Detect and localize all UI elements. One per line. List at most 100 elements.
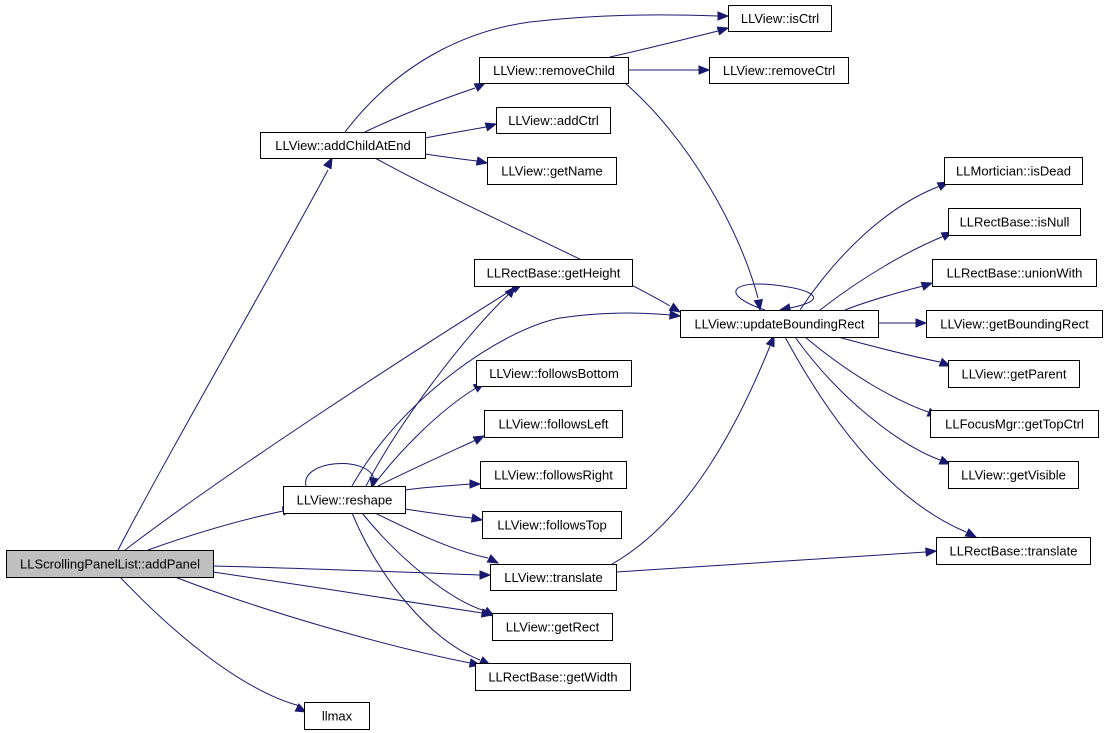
edge-addChildAtEnd-to-updateBoundingRect <box>374 157 682 313</box>
node-box[interactable] <box>926 310 1103 338</box>
node-getWidth[interactable]: LLRectBase::getWidth <box>475 663 631 691</box>
node-removeChild[interactable]: LLView::removeChild <box>479 57 629 84</box>
edge-line <box>212 565 481 576</box>
node-label: LLView::getParent <box>961 367 1066 382</box>
arrowhead <box>484 122 498 132</box>
edge-updateBoundingRect-to-getTopCtrl <box>804 336 940 417</box>
arrowhead <box>920 281 934 291</box>
node-addChildAtEnd[interactable]: LLView::addChildAtEnd <box>260 132 426 159</box>
node-getParent[interactable]: LLView::getParent <box>948 360 1080 388</box>
edge-line <box>365 294 509 487</box>
edge-line <box>372 387 477 487</box>
edge-addPanel-to-translate <box>212 565 492 580</box>
edge-line <box>351 312 671 487</box>
node-box[interactable] <box>474 259 633 287</box>
arrowhead <box>504 285 516 299</box>
node-label: LLView::isCtrl <box>741 11 819 26</box>
node-isCtrl[interactable]: LLView::isCtrl <box>728 5 832 32</box>
node-box[interactable] <box>496 107 611 134</box>
node-box[interactable] <box>490 564 617 591</box>
node-translate[interactable]: LLView::translate <box>490 564 617 591</box>
node-box[interactable] <box>475 663 631 691</box>
node-box[interactable] <box>479 57 629 84</box>
node-getRect[interactable]: LLView::getRect <box>492 613 613 641</box>
node-label: LLView::addCtrl <box>508 113 599 128</box>
node-label: LLView::followsBottom <box>489 366 619 381</box>
node-box[interactable] <box>476 360 632 387</box>
node-followsTop[interactable]: LLView::followsTop <box>482 511 622 539</box>
edge-line <box>404 508 473 519</box>
node-followsLeft[interactable]: LLView::followsLeft <box>484 410 623 438</box>
node-followsBottom[interactable]: LLView::followsBottom <box>476 360 632 387</box>
node-label: LLView::getBoundingRect <box>940 317 1089 332</box>
edge-reshape-to-followsLeft <box>377 435 486 487</box>
edge-translate-to-rectTranslate <box>615 547 938 573</box>
node-box[interactable] <box>680 310 879 338</box>
node-label: LLRectBase::unionWith <box>947 266 1083 281</box>
edge-updateBoundingRect-to-getVisible <box>794 336 952 465</box>
edge-line <box>819 235 945 311</box>
node-reshape[interactable]: LLView::reshape <box>283 486 406 514</box>
edge-line <box>374 512 489 559</box>
node-label: LLMortician::isDead <box>956 164 1071 179</box>
node-getTopCtrl[interactable]: LLFocusMgr::getTopCtrl <box>930 410 1099 438</box>
edge-line <box>212 571 483 614</box>
node-box[interactable] <box>283 486 406 514</box>
node-box[interactable] <box>948 208 1081 236</box>
edge-line <box>804 336 929 413</box>
node-box[interactable] <box>480 461 627 489</box>
node-box[interactable] <box>930 410 1099 438</box>
node-getName[interactable]: LLView::getName <box>487 157 617 185</box>
node-box[interactable] <box>260 132 426 159</box>
node-box[interactable] <box>304 702 370 730</box>
arrowhead <box>668 302 682 313</box>
node-followsRight[interactable]: LLView::followsRight <box>480 461 627 489</box>
edge-line <box>735 283 815 311</box>
node-label: LLView::getRect <box>506 620 600 635</box>
node-box[interactable] <box>728 5 832 32</box>
node-label: LLView::reshape <box>297 493 393 508</box>
edge-line <box>174 576 471 664</box>
edge-line <box>794 336 941 461</box>
edge-reshape-to-updateBoundingRect <box>351 310 682 487</box>
arrowhead <box>925 547 938 557</box>
node-unionWith[interactable]: LLRectBase::unionWith <box>932 259 1097 287</box>
edge-line <box>119 576 301 707</box>
edge-reshape-to-translate <box>374 512 500 564</box>
node-rectTranslate[interactable]: LLRectBase::translate <box>936 537 1091 565</box>
node-box[interactable] <box>492 613 613 641</box>
node-getHeight[interactable]: LLRectBase::getHeight <box>474 259 633 287</box>
node-box[interactable] <box>6 550 214 578</box>
node-box[interactable] <box>944 157 1083 185</box>
edge-removeChild-to-removeCtrl <box>628 65 711 75</box>
node-label: LLFocusMgr::getTopCtrl <box>945 417 1084 432</box>
arrowhead <box>698 65 711 75</box>
node-isDead[interactable]: LLMortician::isDead <box>944 157 1083 185</box>
node-box[interactable] <box>482 511 622 539</box>
edges-layer <box>117 11 978 713</box>
edge-line <box>351 512 481 661</box>
node-box[interactable] <box>948 360 1080 388</box>
node-isNull[interactable]: LLRectBase::isNull <box>948 208 1081 236</box>
edge-line <box>147 510 284 551</box>
node-box[interactable] <box>936 537 1091 565</box>
node-box[interactable] <box>484 410 623 438</box>
node-box[interactable] <box>709 57 849 84</box>
node-addCtrl[interactable]: LLView::addCtrl <box>496 107 611 134</box>
node-box[interactable] <box>932 259 1097 287</box>
node-label: LLView::removeCtrl <box>723 63 835 78</box>
edge-updateBoundingRect-to-rectTranslate <box>784 336 978 538</box>
node-updateBoundingRect[interactable]: LLView::updateBoundingRect <box>680 310 879 338</box>
edge-addPanel-to-getWidth <box>174 576 482 668</box>
node-box[interactable] <box>948 461 1079 489</box>
node-addPanel[interactable]: LLScrollingPanelList::addPanel <box>6 550 214 578</box>
edge-line <box>609 30 719 58</box>
node-getVisible[interactable]: LLView::getVisible <box>948 461 1079 489</box>
edge-addPanel-to-llmax <box>119 576 308 713</box>
node-removeCtrl[interactable]: LLView::removeCtrl <box>709 57 849 84</box>
arrowhead <box>475 156 489 166</box>
arrowhead <box>765 334 775 348</box>
node-llmax[interactable]: llmax <box>304 702 370 730</box>
node-getBoundingRect[interactable]: LLView::getBoundingRect <box>926 310 1103 338</box>
node-box[interactable] <box>487 157 617 185</box>
